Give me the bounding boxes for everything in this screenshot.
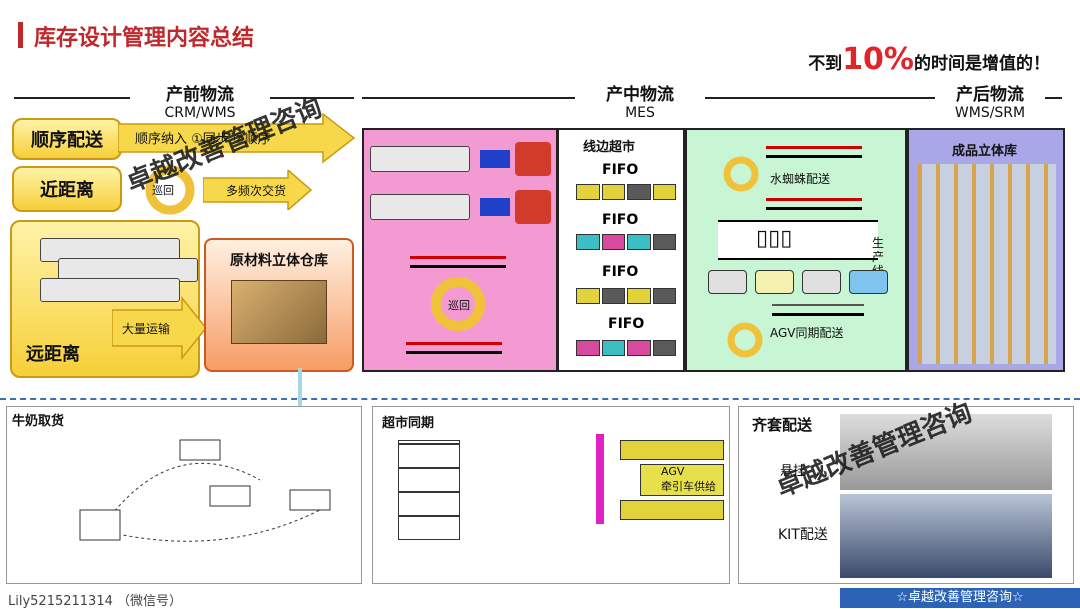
rack-2 <box>576 234 676 250</box>
headline-pre: 不到 <box>808 54 842 74</box>
mint-cycle-icon-1 <box>718 154 764 194</box>
tow-label: 牵引车供给 <box>661 478 723 494</box>
kit-label: KIT配送 <box>778 524 828 544</box>
tug-train-1 <box>410 256 506 268</box>
rack-1 <box>576 184 676 200</box>
production-line <box>718 220 878 260</box>
fifo-3: FIFO <box>602 264 638 280</box>
seq-delivery-box: 顺序配送 <box>12 118 122 160</box>
sync-rack-2 <box>620 500 724 520</box>
kit-photo <box>840 494 1052 578</box>
bulk-label: 大量运输 <box>122 320 170 337</box>
warehouse-image <box>231 280 327 344</box>
blue-block-1 <box>480 150 510 168</box>
agv-train <box>772 304 864 316</box>
spider-label: 水蜘蛛配送 <box>770 170 830 187</box>
pink-truck-2 <box>370 194 470 220</box>
agv-tag: AGV <box>661 465 723 478</box>
footer-right: ☆卓越改善管理咨询☆ <box>840 588 1080 608</box>
mint-tug-2 <box>766 198 862 210</box>
blue-block-2 <box>480 198 510 216</box>
magenta-bar <box>596 434 604 524</box>
mint-cycle-icon-2 <box>722 320 768 360</box>
forklift-1 <box>515 142 551 176</box>
headline-post: 的时间是增值的！ <box>914 54 1050 74</box>
sync-rack-1 <box>620 440 724 460</box>
title-accent-bar <box>18 22 23 48</box>
headline: 不到10%的时间是增值的！ <box>808 42 1050 77</box>
agv-tow-box: AGV 牵引车供给 <box>640 464 724 496</box>
car-row <box>708 270 888 294</box>
warehouse-label: 原材料立体仓库 <box>206 250 352 270</box>
warehouse-box: 原材料立体仓库 <box>204 238 354 372</box>
footer-left: Lily5215211314 （微信号） <box>8 590 182 609</box>
kit-title: 齐套配送 <box>752 414 812 435</box>
asrs-image <box>918 164 1056 364</box>
fifo-1: FIFO <box>602 162 638 178</box>
multi-freq-label: 多频次交货 <box>226 182 286 199</box>
rack-4 <box>576 340 676 356</box>
near-box: 近距离 <box>12 166 122 212</box>
supermarket-title: 线边超市 <box>583 136 635 155</box>
connector-1 <box>298 368 302 408</box>
pink-truck-1 <box>370 146 470 172</box>
finished-goods-title: 成品立体库 <box>952 140 1017 159</box>
line-stations: ▯▯▯ <box>756 226 792 251</box>
fifo-4: FIFO <box>608 316 644 332</box>
tug-train-2 <box>406 342 502 354</box>
agv-label: AGV同期配送 <box>770 324 844 341</box>
far-label: 远距离 <box>26 340 80 366</box>
forklift-2 <box>515 190 551 224</box>
headline-percent: 10% <box>842 42 914 77</box>
shelf-image <box>398 440 460 540</box>
milk-run-diagram <box>20 420 350 580</box>
pink-cycle-label: 巡回 <box>448 297 470 313</box>
section-divider <box>0 398 1080 400</box>
sync-title: 超市同期 <box>382 412 434 431</box>
page-title: 库存设计管理内容总结 <box>34 20 254 52</box>
fifo-2: FIFO <box>602 212 638 228</box>
mint-tug-1 <box>766 146 862 158</box>
rack-3 <box>576 288 676 304</box>
